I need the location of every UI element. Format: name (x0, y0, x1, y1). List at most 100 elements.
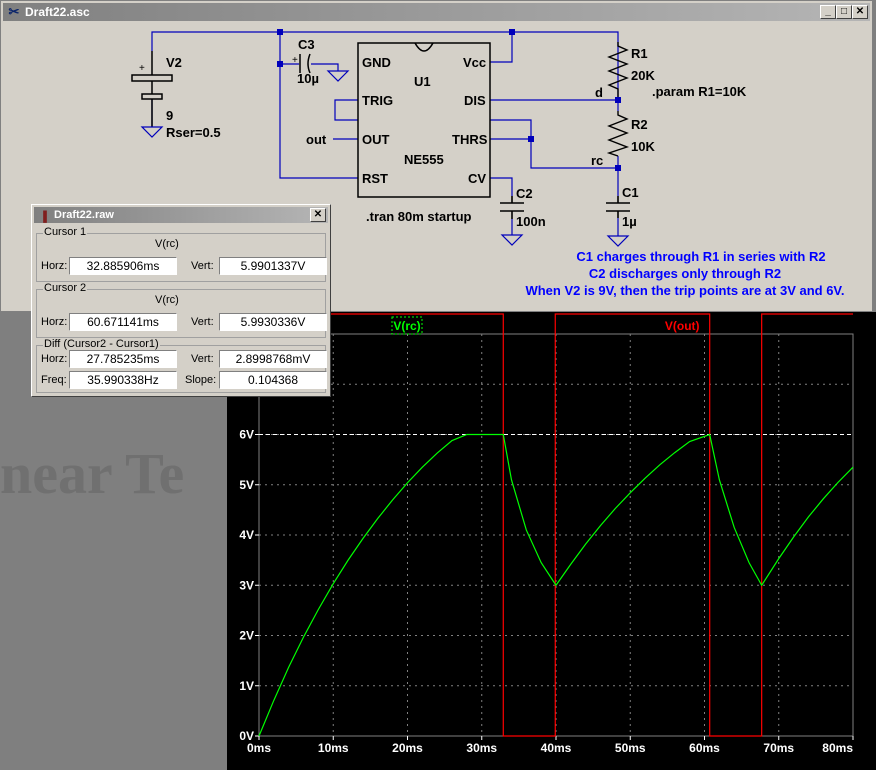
schematic-app-icon: ✂ (8, 4, 20, 19)
c2-value[interactable]: 100n (516, 214, 546, 229)
capacitor-c2-symbol[interactable] (500, 196, 524, 219)
capacitor-c1-symbol[interactable] (606, 196, 630, 218)
note-line-2[interactable]: C2 discharges only through R2 (589, 266, 781, 281)
junction-dots (277, 29, 621, 171)
diff-freq-label: Freq: (41, 374, 67, 386)
watermark-text: near Te (0, 441, 185, 506)
plot-grid (258, 333, 854, 737)
cursor2-title: Cursor 2 (43, 282, 88, 294)
cursor-title-bar[interactable]: ∥ Draft22.raw ✕ (34, 207, 328, 223)
c3-plus-sign: + (292, 55, 298, 66)
trace-label-vout[interactable]: V(out) (665, 319, 700, 333)
cursor1-vert-field[interactable]: 5.9901337V (219, 257, 327, 275)
cursor-window-title: Draft22.raw (54, 209, 114, 221)
pin-out: OUT (362, 132, 390, 147)
resistor-r1-symbol[interactable] (607, 42, 629, 101)
tran-directive[interactable]: .tran 80m startup (366, 209, 472, 224)
y-tick-label: 5V (239, 478, 254, 492)
pin-gnd: GND (362, 55, 391, 70)
v2-plus-sign: + (139, 63, 145, 74)
x-tick-label: 0ms (247, 741, 271, 755)
diff-slope-label: Slope: (185, 374, 217, 386)
capacitor-c3-symbol[interactable] (299, 53, 311, 74)
r2-value[interactable]: 10K (631, 139, 655, 154)
diff-horz-label: Horz: (41, 353, 68, 365)
pin-cv: CV (468, 171, 486, 186)
battery-v2-symbol[interactable] (131, 51, 173, 127)
diff-vert-label: Vert: (191, 353, 214, 365)
schematic-title: Draft22.asc (25, 5, 90, 19)
c3-name[interactable]: C3 (298, 37, 315, 52)
wires (151, 31, 619, 236)
y-tick-label: 0V (239, 729, 254, 743)
c1-name[interactable]: C1 (622, 185, 639, 200)
diff-vert-field[interactable]: 2.8998768mV (219, 350, 327, 368)
r1-value[interactable]: 20K (631, 68, 655, 83)
r1-name[interactable]: R1 (631, 46, 648, 61)
cursor2-group: Cursor 2 V(rc) Horz: 60.671141ms Vert: 5… (36, 282, 327, 338)
resistor-r2-symbol[interactable] (606, 111, 630, 157)
net-label-rc[interactable]: rc (591, 153, 603, 168)
cursor1-horz-field[interactable]: 32.885906ms (69, 257, 177, 275)
net-label-out[interactable]: out (306, 132, 327, 147)
schematic-canvas[interactable]: V2 + 9 Rser=0.5 C3 + 10µ GND Vcc U1 TRIG… (1, 1, 874, 313)
pin-dis: DIS (464, 93, 486, 108)
y-tick-label: 3V (239, 578, 254, 592)
cursor1-title: Cursor 1 (43, 226, 88, 238)
v2-value[interactable]: 9 (166, 108, 173, 123)
ground-icon (140, 70, 630, 247)
pin-rst: RST (362, 171, 388, 186)
trace-vout[interactable] (259, 313, 853, 737)
trace-vrc[interactable] (258, 433, 854, 737)
v2-param[interactable]: Rser=0.5 (166, 125, 221, 140)
u1-name[interactable]: U1 (414, 74, 431, 89)
minimize-button[interactable]: _ (820, 5, 836, 19)
pin-trig: TRIG (362, 93, 393, 108)
cursor-window[interactable]: ∥ Draft22.raw ✕ Cursor 1 V(rc) Horz: 32.… (31, 204, 331, 397)
net-label-d[interactable]: d (595, 85, 603, 100)
x-tick-label: 50ms (615, 741, 646, 755)
diff-freq-field[interactable]: 35.990338Hz (69, 371, 177, 389)
cursor2-horz-label: Horz: (41, 316, 68, 328)
cursor1-trace: V(rc) (155, 238, 179, 250)
note-line-1[interactable]: C1 charges through R1 in series with R2 (576, 249, 825, 264)
cursor2-vert-field[interactable]: 5.9930336V (219, 313, 327, 331)
u1-type[interactable]: NE555 (404, 152, 444, 167)
waveform-plot-pane[interactable]: 0V1V2V3V4V5V6V7V 0ms10ms20ms30ms40ms50ms… (227, 312, 876, 770)
x-tick-label: 40ms (541, 741, 572, 755)
waveform-app-icon: ∥ (42, 209, 48, 223)
x-tick-label: 80ms (822, 741, 853, 755)
c1-value[interactable]: 1µ (622, 214, 637, 229)
cursor2-vert-label: Vert: (191, 316, 214, 328)
diff-group: Diff (Cursor2 - Cursor1) Horz: 27.785235… (36, 338, 327, 393)
close-button[interactable]: ✕ (852, 5, 868, 19)
diff-horz-field[interactable]: 27.785235ms (69, 350, 177, 368)
pin-thrs: THRS (452, 132, 488, 147)
diff-title: Diff (Cursor2 - Cursor1) (43, 338, 160, 350)
v2-name[interactable]: V2 (166, 55, 182, 70)
x-tick-label: 10ms (318, 741, 349, 755)
note-line-3[interactable]: When V2 is 9V, then the trip points are … (525, 283, 844, 298)
x-tick-label: 30ms (466, 741, 497, 755)
x-tick-label: 70ms (763, 741, 794, 755)
maximize-button[interactable]: □ (836, 5, 852, 19)
schematic-title-bar[interactable]: ✂ Draft22.asc _ □ ✕ (3, 3, 870, 21)
y-tick-label: 6V (239, 428, 254, 442)
r2-name[interactable]: R2 (631, 117, 648, 132)
y-tick-label: 1V (239, 679, 254, 693)
cursor-close-button[interactable]: ✕ (310, 208, 326, 222)
x-tick-label: 60ms (689, 741, 720, 755)
ic-u1-body[interactable] (357, 42, 491, 198)
pin-vcc: Vcc (463, 55, 486, 70)
c2-name[interactable]: C2 (516, 186, 533, 201)
param-directive[interactable]: .param R1=10K (652, 84, 747, 99)
trace-label-vrc[interactable]: V(rc) (393, 319, 420, 333)
diff-slope-field[interactable]: 0.104368 (219, 371, 327, 389)
c3-value[interactable]: 10µ (297, 71, 319, 86)
cursor1-vert-label: Vert: (191, 260, 214, 272)
y-tick-label: 4V (239, 528, 254, 542)
cursor2-horz-field[interactable]: 60.671141ms (69, 313, 177, 331)
y-tick-label: 2V (239, 629, 254, 643)
cursor1-group: Cursor 1 V(rc) Horz: 32.885906ms Vert: 5… (36, 226, 327, 282)
cursor1-horz-label: Horz: (41, 260, 68, 272)
